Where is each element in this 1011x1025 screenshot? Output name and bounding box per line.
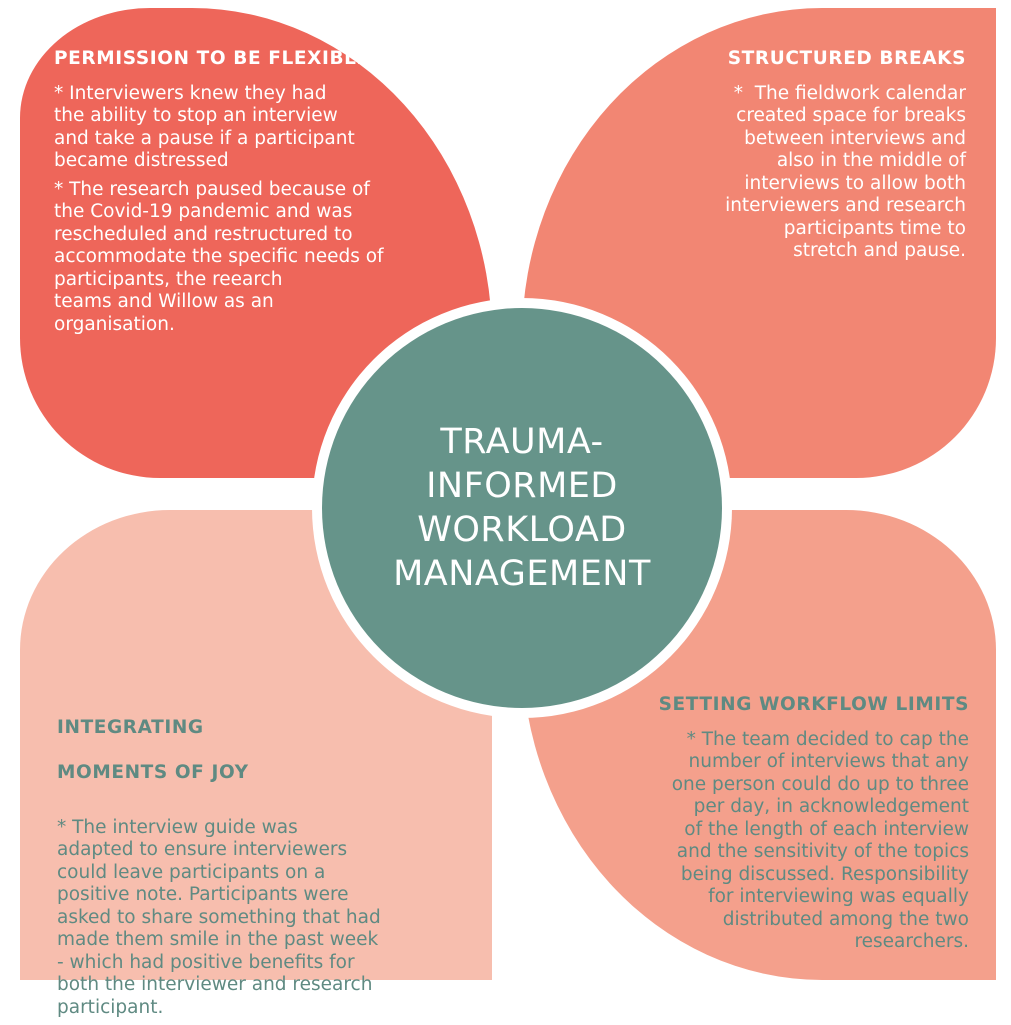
structured-breaks-paragraph: * The fieldwork calendar created space f… xyxy=(560,83,966,263)
text-line: * The fieldwork calendar xyxy=(733,82,966,104)
text-line: organisation. xyxy=(54,313,175,335)
text-line: positive note. Participants were xyxy=(57,884,349,905)
center-title-line: MANAGEMENT xyxy=(393,554,651,594)
text-line: the ability to stop an interview xyxy=(54,105,338,126)
text-line: made them smile in the past week xyxy=(57,929,379,950)
text-line: stretch and pause. xyxy=(793,240,966,261)
center-title-line: INFORMED xyxy=(426,466,618,506)
text-line: one person could do up to three xyxy=(671,773,969,795)
text-line: participants time to xyxy=(783,217,966,239)
text-line: became distressed xyxy=(54,150,229,171)
permission-paragraph-2: * The research paused because of the Cov… xyxy=(54,179,454,337)
text-line: participant. xyxy=(57,996,164,1018)
text-line: * The team decided to cap the xyxy=(686,728,969,750)
structured-breaks-block: STRUCTURED BREAKS * The fieldwork calend… xyxy=(560,48,966,269)
text-line: also in the middle of xyxy=(776,150,966,171)
text-line: created space for breaks xyxy=(736,105,966,126)
setting-workflow-limits-title: SETTING WORKFLOW LIMITS xyxy=(658,694,969,715)
text-line: teams and Willow as an xyxy=(54,291,274,312)
center-title-line: TRAUMA- xyxy=(440,422,604,462)
text-line: and the sensitivity of the topics xyxy=(676,841,969,862)
text-line: * The research paused because of xyxy=(54,178,370,200)
text-line: asked to share something that had xyxy=(57,906,381,928)
text-line: rescheduled and restructured to xyxy=(54,223,353,245)
structured-breaks-title: STRUCTURED BREAKS xyxy=(727,48,966,69)
text-line: accommodate the specific needs of xyxy=(54,246,384,267)
text-line: number of interviews that any xyxy=(688,751,969,772)
text-line: * Interviewers knew they had xyxy=(54,82,327,104)
text-line: between interviews and xyxy=(744,127,966,149)
permission-to-be-flexible-title: PERMISSION TO BE FLEXIBLE xyxy=(54,48,370,69)
setting-workflow-limits-paragraph: * The team decided to cap the number of … xyxy=(540,729,969,954)
center-circle: TRAUMA- INFORMED WORKLOAD MANAGEMENT xyxy=(322,308,722,708)
setting-workflow-limits-block: SETTING WORKFLOW LIMITS * The team decid… xyxy=(540,694,969,960)
text-line: participants, the reearch xyxy=(54,268,283,290)
title-line: MOMENTS OF JOY xyxy=(57,761,249,783)
text-line: interviews to allow both xyxy=(744,172,966,194)
text-line: being discussed. Responsibility xyxy=(680,863,969,885)
integrating-moments-of-joy-block: INTEGRATING MOMENTS OF JOY * The intervi… xyxy=(57,694,477,1025)
text-line: of the length of each interview xyxy=(684,818,969,840)
text-line: and take a pause if a participant xyxy=(54,127,355,149)
center-title-line: WORKLOAD xyxy=(417,510,627,550)
text-line: researchers. xyxy=(854,931,969,952)
text-line: adapted to ensure interviewers xyxy=(57,839,348,860)
text-line: both the interviewer and research xyxy=(57,974,373,995)
title-line: INTEGRATING xyxy=(57,716,204,738)
text-line: per day, in acknowledgement xyxy=(693,796,969,817)
text-line: the Covid-19 pandemic and was xyxy=(54,201,353,222)
permission-to-be-flexible-block: PERMISSION TO BE FLEXIBLE * Interviewers… xyxy=(54,48,454,342)
text-line: could leave participants on a xyxy=(57,861,326,883)
integrating-moments-of-joy-paragraph: * The interview guide was adapted to ens… xyxy=(57,817,477,1020)
text-line: * The interview guide was xyxy=(57,816,298,838)
permission-paragraph-1: * Interviewers knew they had the ability… xyxy=(54,83,454,173)
text-line: interviewers and research xyxy=(725,195,966,216)
text-line: - which had positive benefits for xyxy=(57,951,355,973)
text-line: distributed among the two xyxy=(722,908,969,930)
integrating-moments-of-joy-title: INTEGRATING MOMENTS OF JOY xyxy=(57,694,477,807)
text-line: for interviewing was equally xyxy=(708,886,969,907)
